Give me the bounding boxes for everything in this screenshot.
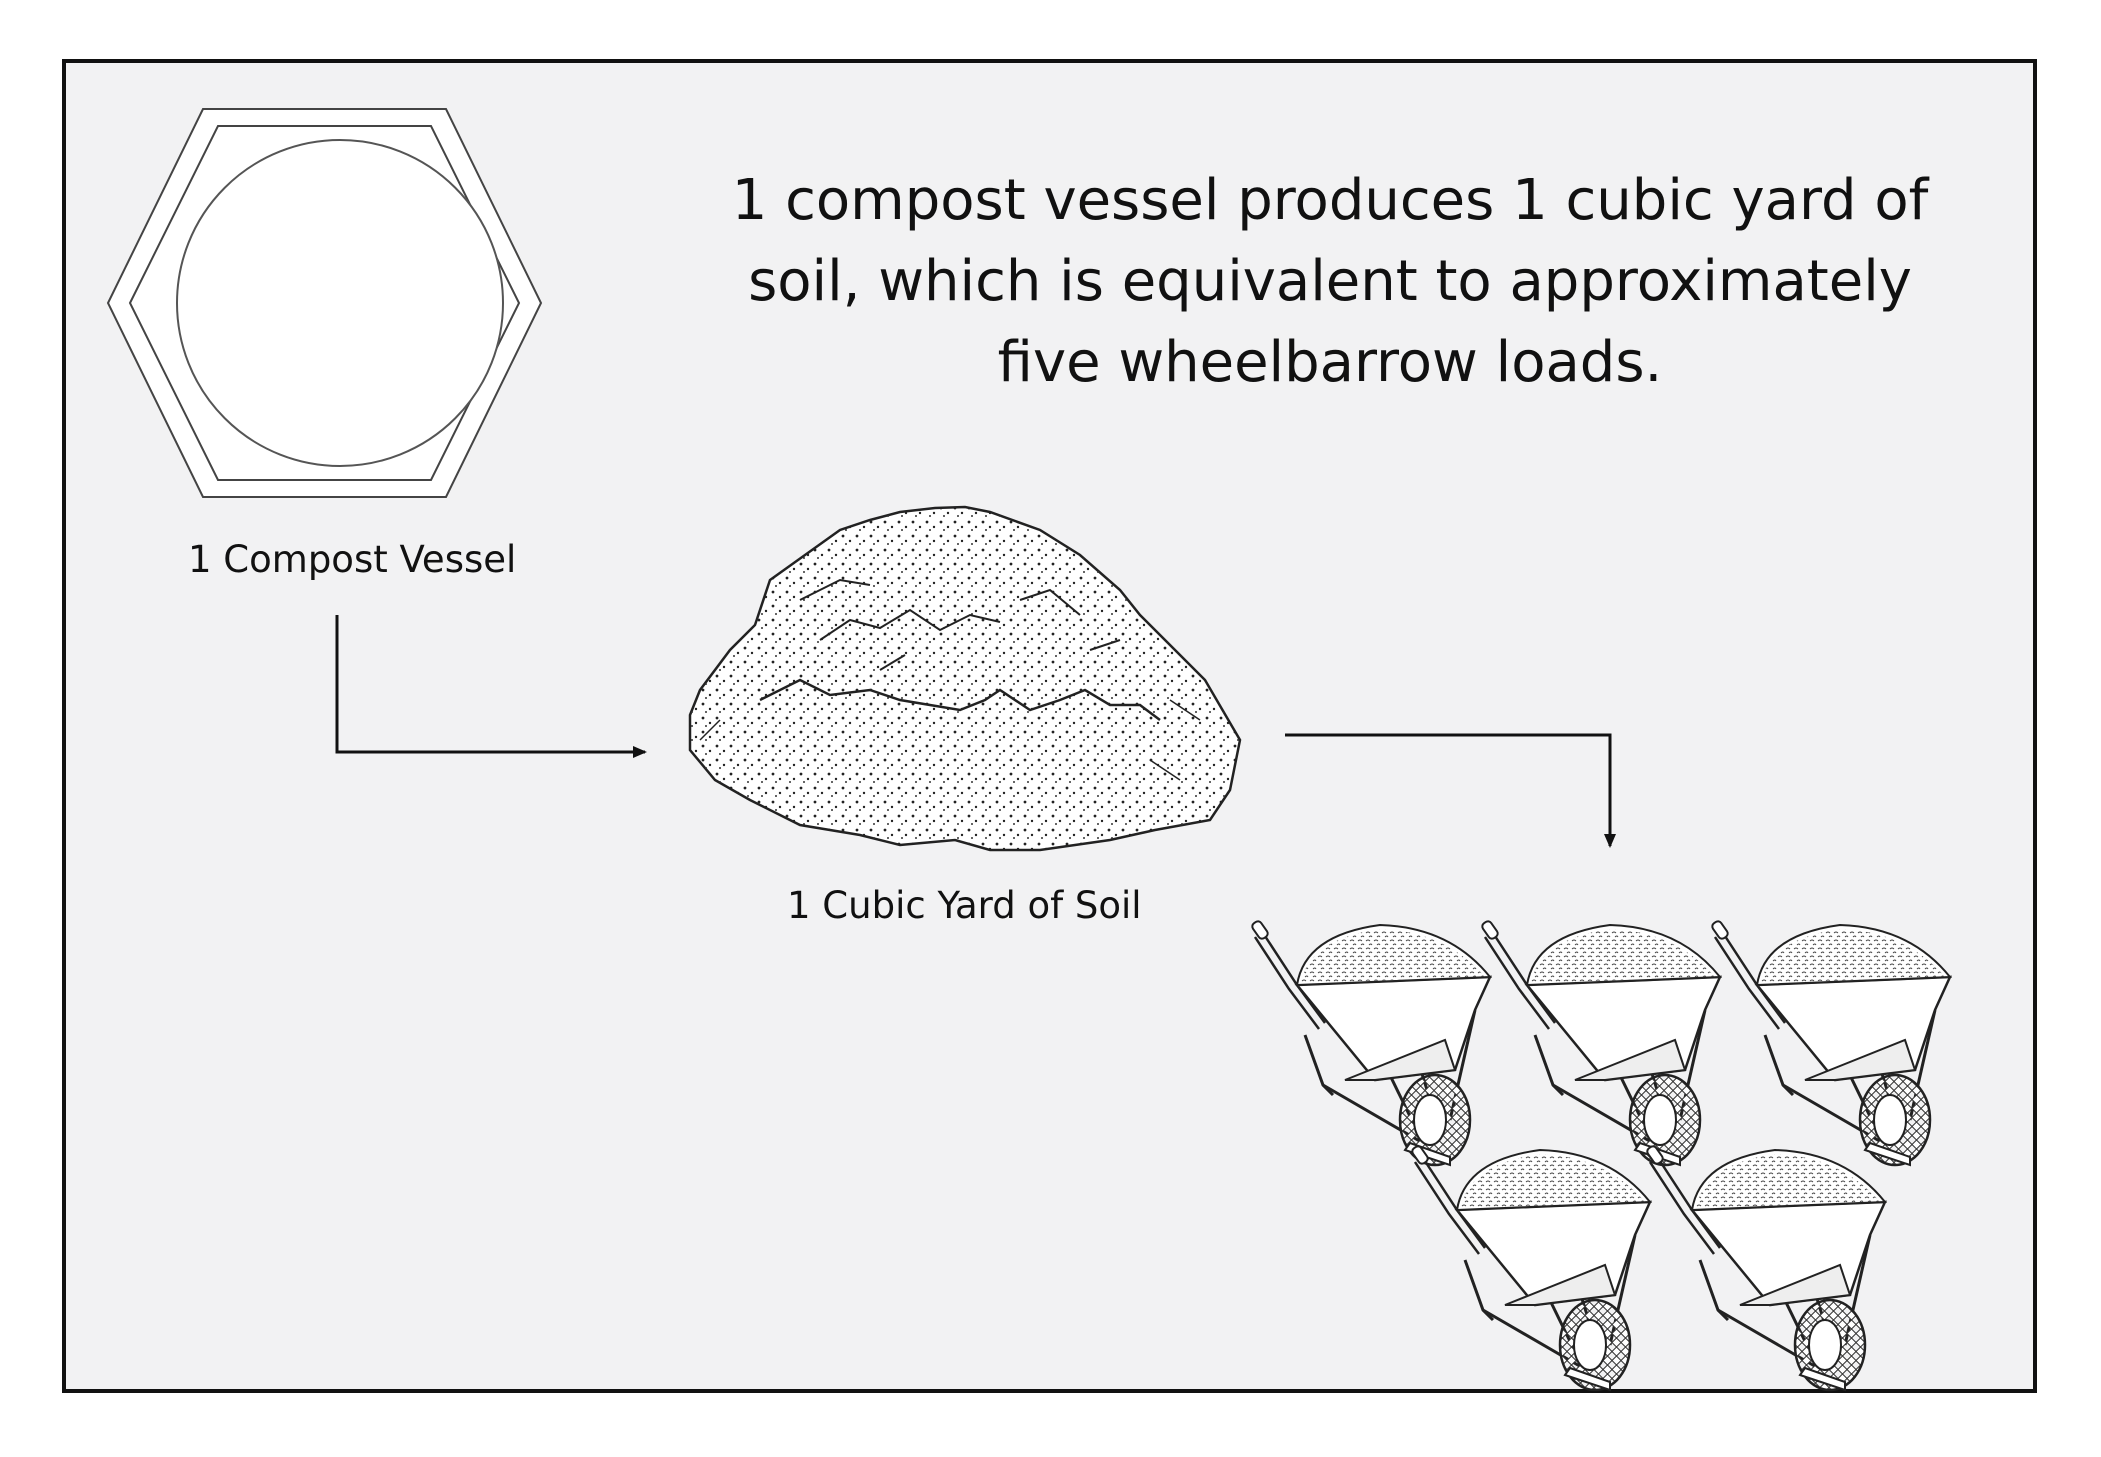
soil-pile-icon	[688, 505, 1242, 852]
wheelbarrow-icon	[1644, 1143, 1887, 1392]
wheelbarrow-icon	[1479, 918, 1722, 1167]
wheelbarrow-icon	[1709, 918, 1952, 1167]
headline: 1 compost vessel produces 1 cubic yard o…	[731, 168, 1929, 395]
wheelbarrow-icon	[1409, 1143, 1652, 1392]
compost-vessel-icon	[106, 108, 543, 498]
wheelbarrow-icon	[1249, 918, 1492, 1167]
arrow-vessel-to-soil	[335, 615, 647, 758]
soil-label: 1 Cubic Yard of Soil	[787, 884, 1142, 927]
arrow-soil-to-wheelbarrows	[1285, 733, 1616, 848]
vessel-label: 1 Compost Vessel	[188, 538, 517, 581]
